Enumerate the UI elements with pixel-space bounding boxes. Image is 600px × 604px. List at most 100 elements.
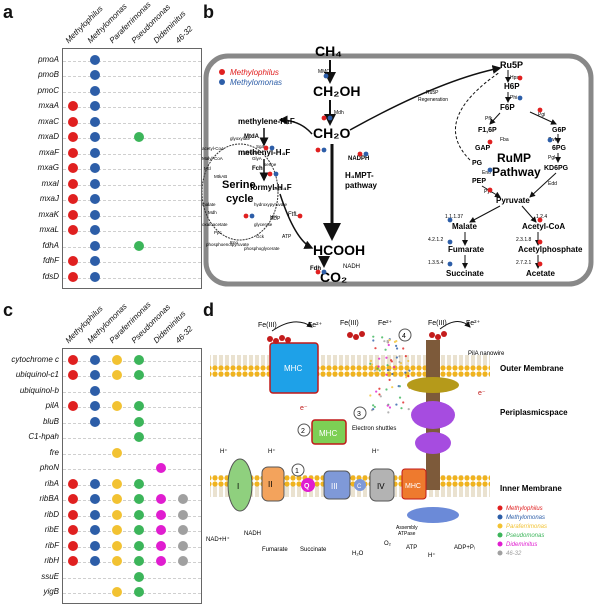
svg-text:1: 1 [295,468,299,475]
row-gridline [63,107,201,109]
svg-text:2.3.1.8: 2.3.1.8 [516,237,532,243]
row-label: ribE [44,525,59,535]
row-label: C1-hpah [28,432,59,442]
row-gridline [63,153,201,155]
row-gridline [63,391,201,393]
svg-text:methenyl-H₄F: methenyl-H₄F [238,148,290,157]
ch2oh-label: CH₂OH [313,83,360,99]
gene-dot [321,147,327,153]
row-gridline [63,531,201,533]
serine-cycle-label: Gck [256,234,265,239]
svg-text:IV: IV [377,482,385,491]
presence-dot [112,354,122,365]
presence-dot [68,370,78,381]
presence-dot [90,509,100,520]
row-gridline [63,407,201,409]
shuttle-particle [400,407,403,410]
presence-dot [90,401,100,412]
row-gridline [63,376,201,378]
shuttle-particle [372,407,375,411]
svg-text:methylene-H₄F: methylene-H₄F [238,117,295,126]
shuttle-particle [386,404,389,407]
svg-text:Fdh: Fdh [310,266,321,272]
row-label: ssuE [41,571,59,581]
legend-label: Paraferrimonas [506,524,547,530]
row-label: ubiquinol-c1 [15,370,59,380]
shuttle-particle [395,347,399,350]
row-gridline [63,562,201,564]
svg-text:H₄MPT-: H₄MPT- [345,171,374,180]
presence-dot [68,525,78,536]
row-label: pilA [45,401,59,411]
row-label: mxaC [38,116,59,126]
serine-cycle-label: Mdh [208,210,217,215]
shuttle-particle [378,393,381,396]
presence-dot [90,525,100,536]
presence-dot [134,540,144,551]
svg-text:Succinate: Succinate [300,547,327,553]
svg-text:H⁺: H⁺ [220,448,228,455]
row-label: ubiquinol-b [19,385,59,395]
presence-dot [90,209,100,220]
presence-dot [68,225,78,236]
presence-dot [90,416,100,427]
svg-text:1.1.1.37: 1.1.1.37 [445,214,463,220]
svg-text:Regeneration: Regeneration [418,97,448,103]
gene-dot [321,269,327,275]
legend-label: Methylophilus [506,506,543,512]
presence-dot [90,385,100,396]
row-gridline [63,484,201,486]
presence-dot [178,556,188,567]
svg-text:2.7.2.1: 2.7.2.1 [516,260,532,266]
gene-dot [267,171,273,177]
presence-dot [112,447,122,458]
serine-cycle-label: glycerate [254,222,273,227]
gene-dot [327,115,333,121]
row-label: pmoA [38,54,59,64]
svg-text:H₂O: H₂O [352,551,364,557]
presence-dot [156,525,166,536]
gene-dot [363,151,369,157]
svg-text:Succinate: Succinate [446,269,484,278]
shuttle-particle [373,405,376,409]
shuttle-particle [379,395,382,398]
svg-text:Ru5P: Ru5P [426,90,439,96]
gene-dot [537,239,543,245]
svg-text:Fumarate: Fumarate [262,547,288,553]
legend-dot [497,541,503,547]
svg-text:F6P: F6P [500,103,515,112]
serine-cycle-label: phosphoenolpyruvate [206,242,250,247]
svg-text:Phi: Phi [510,95,517,101]
gene-dot [547,137,553,143]
presence-dot [90,494,100,505]
presence-dot [134,525,144,536]
row-gridline [63,184,201,186]
svg-text:Acetylphosphate: Acetylphosphate [518,245,583,254]
gene-dot [315,269,321,275]
legend-dot [497,514,503,520]
svg-text:Fba: Fba [500,137,509,143]
gene-dot [447,217,453,223]
svg-text:RuMP: RuMP [497,151,531,165]
presence-dot [90,70,100,81]
svg-text:O₂: O₂ [384,541,392,547]
svg-text:Fch: Fch [252,166,263,172]
svg-text:Electron shuttles: Electron shuttles [352,426,396,432]
row-gridline [63,469,201,471]
row-label: ribBA [39,494,59,504]
presence-dot [112,525,122,536]
inner-mhc [401,468,427,500]
svg-text:ATPase: ATPase [398,531,416,537]
complex-ii [261,466,285,502]
svg-text:Pyruvate: Pyruvate [496,196,530,205]
gene-dot [537,217,543,223]
outer-membrane [210,355,490,377]
shuttle-particle [385,356,388,359]
presence-dot [112,370,122,381]
svg-text:Ru5P: Ru5P [500,60,523,70]
presence-dot [90,147,100,158]
presence-dot [90,478,100,489]
shuttle-particle [369,394,372,397]
row-label: ribH [44,556,59,566]
panel-label-a: a [3,2,14,22]
